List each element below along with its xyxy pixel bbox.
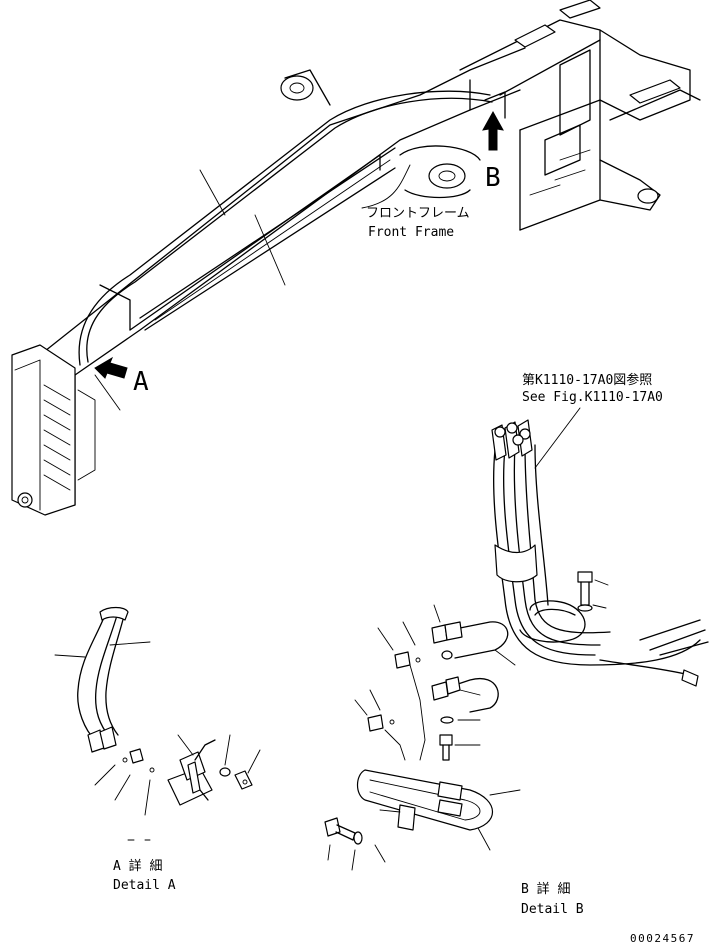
detail-a-drawing [54, 606, 261, 841]
front-frame-label-jp: フロントフレーム [366, 206, 470, 221]
reference-label-jp: 第K1110-17A0図参照 [522, 372, 652, 388]
reference-leader [534, 407, 581, 469]
callout-a-label: A [133, 367, 149, 397]
detail-b-drawing [324, 419, 709, 871]
callout-b-arrow [482, 110, 504, 151]
detail-b-label-en: Detail B [521, 902, 584, 917]
callout-a-arrow [94, 356, 128, 379]
front-frame-drawing [11, 0, 701, 516]
reference-label-en: See Fig.K1110-17A0 [522, 390, 663, 405]
front-frame-label-en: Front Frame [368, 225, 454, 240]
detail-a-label-en: Detail A [113, 878, 176, 893]
detail-a-label-jp: A 詳 細 [113, 858, 162, 874]
callout-b-label: B [485, 163, 501, 193]
detail-b-label-jp: B 詳 細 [521, 881, 570, 897]
drawing-number: 00024567 [630, 932, 695, 945]
front-frame-leader [361, 164, 411, 209]
